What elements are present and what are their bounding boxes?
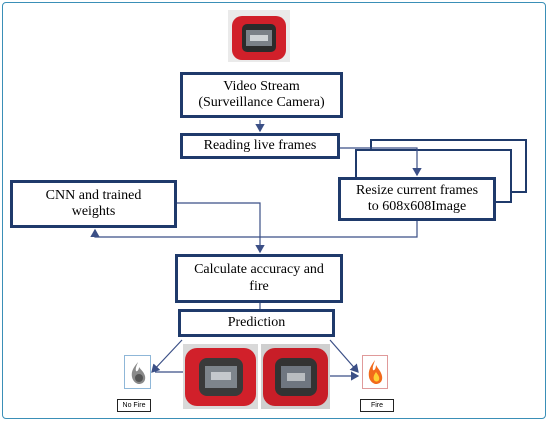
- arrow-prediction-to-fire: [329, 339, 359, 373]
- camera-photo-top: [228, 10, 290, 62]
- camera-photo-left: [183, 344, 258, 409]
- fire-icon: [362, 355, 388, 389]
- camera-photo-right: [261, 344, 330, 409]
- fire-label: Fire: [360, 399, 394, 412]
- box-reading-frames: Reading live frames: [180, 133, 340, 159]
- arrow-prediction-to-nofire: [151, 339, 183, 373]
- box-cnn-weights: CNN and trained weights: [10, 180, 177, 228]
- arrow-resize-to-cnn: [90, 221, 418, 238]
- box-calculate: Calculate accuracy and fire: [175, 254, 343, 303]
- box-prediction: Prediction: [178, 309, 335, 337]
- no-fire-label: No Fire: [117, 399, 151, 412]
- box-video-stream: Video Stream (Surveillance Camera): [180, 72, 343, 118]
- arrow-reading-to-resize: [340, 147, 422, 177]
- box-resize-frames: Resize current frames to 608x608Image: [338, 177, 496, 221]
- no-fire-icon: [124, 355, 151, 389]
- outer-frame: [2, 2, 546, 419]
- arrow-cnn-to-calculate: [177, 202, 265, 254]
